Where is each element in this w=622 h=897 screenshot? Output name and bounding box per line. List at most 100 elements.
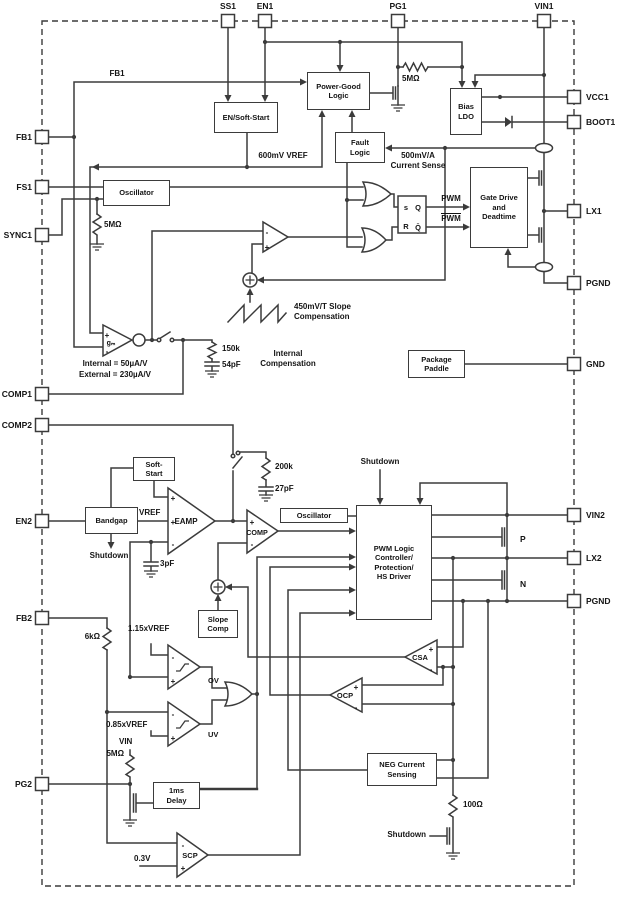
wire-vin2-loop [419,482,508,516]
plus-icon [245,275,255,285]
label-gm-external: External = 230µA/V [79,370,151,379]
block-bias-ldo: Bias LDO [450,88,482,135]
wire-sync1 [48,198,104,245]
pin-label-fs1: FS1 [16,182,32,192]
wire-vin1-rail [474,27,568,284]
wire-boot1 [481,115,568,129]
resistor-5m-sync [91,212,103,237]
uv-comparator [167,700,202,748]
pwm-bar-text: PWM [441,213,461,223]
label-5m-pg1: 5MΩ [402,74,420,83]
resistor-200k [260,456,272,482]
pg1-fet [369,85,399,106]
label-27pf: 27pF [275,484,294,493]
plus-mark: + [171,518,176,527]
block-soft-start: Soft- Start [133,457,175,481]
hysteresis-icon [176,720,189,729]
pin-vcc1 [566,89,582,105]
nfet-label: N [520,579,526,589]
label-vin: VIN [119,737,133,746]
plus-mark: + [429,645,434,654]
pin-label-pgnd1: PGND [586,278,611,288]
pin-label-pg2: PG2 [14,779,32,789]
pin-pg1 [390,13,406,29]
minus-mark: - [251,540,254,549]
switch1-contact [169,337,175,343]
label-slope-comp-1: 450mV/T Slope Compensation [294,302,351,321]
sr-latch [397,195,427,234]
label-shutdown-fet: Shutdown [387,830,426,839]
block-pwm-logic: PWM Logic Controller/ Protection/ HS Dri… [356,505,432,620]
polarity-marks: - + + - + + - + - - + - + + - + - - + [105,228,434,873]
pin-label-comp2: COMP2 [1,420,32,430]
gm-output-node [132,333,146,347]
block-en-soft-start: EN/Soft-Start [214,102,278,133]
pin-label-ss1: SS1 [219,1,237,11]
comp-label: COMP [246,528,268,537]
wire-pwm-comp [151,230,363,341]
inline-texts: s Q R Q̄ gₘ EAMP COMP OV UV CSA OCP SCP … [107,203,526,860]
block-1ms-delay: 1ms Delay [153,782,200,809]
plus-mark: + [354,683,359,692]
label-pwm-bar: PWM [436,213,466,224]
lx1-fet-gates [527,170,543,243]
minus-mark: - [172,653,175,662]
pin-label-sync1: SYNC1 [3,230,32,240]
minus-mark: - [172,540,175,549]
pin-label-fb2: FB2 [15,613,32,623]
label-shutdown-bandgap: Shutdown [89,551,129,560]
label-current-sense: 500mV/A Current Sense [390,151,446,170]
label-gm-internal: Internal = 50µA/V [82,359,148,368]
ground-icon [205,370,219,378]
pin-lx1 [566,203,582,219]
hysteresis-icon [176,663,189,672]
wire-comp-out [277,469,381,532]
pin-boot1 [566,114,582,130]
pin-vin2 [566,507,582,523]
scp-comparator [176,831,210,879]
minus-mark: - [430,665,433,674]
wire-ovuv-refs [106,643,169,737]
resistor-6k [101,626,113,652]
label-54pf: 54pF [222,360,241,369]
ground-icon [391,104,405,112]
plus-mark: + [171,734,176,743]
pin-vin1 [536,13,552,29]
or-gate-ovuv [223,681,254,707]
minus-mark: - [182,841,185,850]
small-glyphs [90,104,460,860]
block-oscillator-1: Oscillator [103,180,170,206]
sense-oval-bottom [534,261,554,273]
latch-q-label: Q [415,203,421,212]
plus-icon [213,582,223,592]
csa-amp [403,638,438,676]
wire-sum2 [217,542,248,611]
pin-label-vin1: VIN1 [534,1,554,11]
pin-label-lx1: LX1 [586,206,602,216]
block-bandgap: Bandgap [85,507,138,534]
pin-label-en1: EN1 [256,1,274,11]
ov-comparator [167,643,202,691]
pin-en2 [34,513,50,529]
label-3pf: 3pF [160,559,175,568]
wire-fault-out [346,162,364,248]
or-gate-set [361,181,393,207]
label-pwm: PWM [441,194,461,203]
switch2-contact [230,453,236,459]
wire-lx2-sense-rail [429,557,454,854]
label-shutdown-pwm: Shutdown [360,457,400,466]
switch2-lever [231,455,244,470]
latch-r-label: R [403,222,409,231]
wire-fb2 [48,617,178,844]
label-vref: VREF [139,508,161,517]
pwm-comparator [262,220,290,254]
minus-mark: - [172,710,175,719]
uv-label: UV [208,730,218,739]
ov-label: OV [208,676,219,685]
wire-comp2 [48,424,274,522]
chip-boundary [41,20,575,887]
wire-vref600 [89,115,353,334]
comp-triangle [246,508,280,555]
